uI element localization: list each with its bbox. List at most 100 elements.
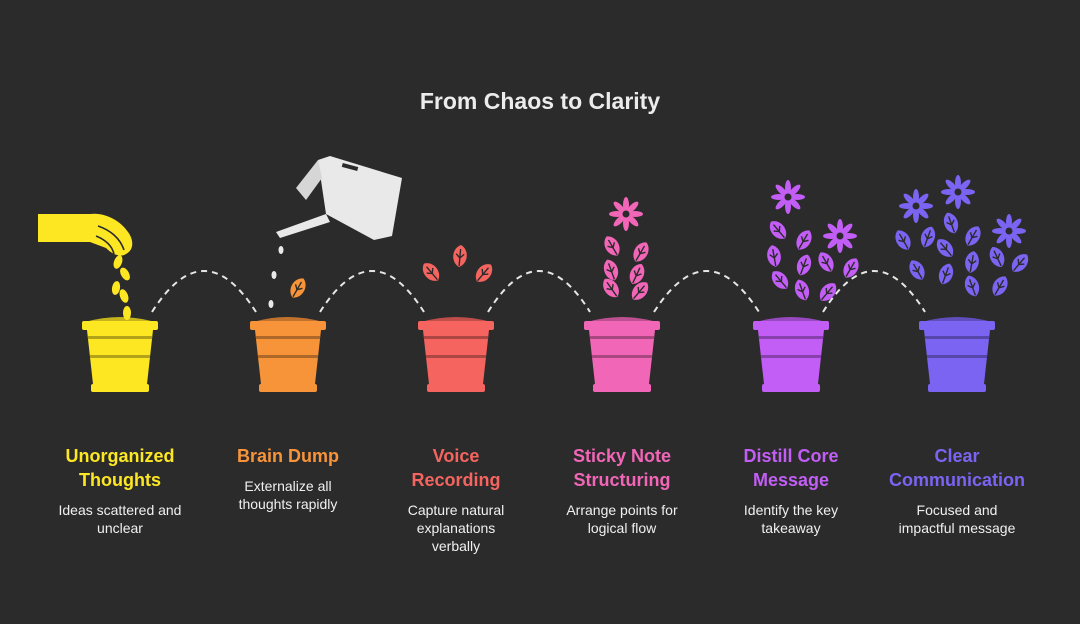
leaf-vein [992, 250, 1002, 267]
pot-stripe [256, 336, 320, 339]
petal [903, 206, 916, 219]
pot-stripe [90, 355, 150, 358]
stage-2-description: Externalize all thoughts rapidly [238, 478, 338, 512]
seed [120, 267, 130, 281]
connector-3-4 [487, 270, 591, 313]
stage-3-caption: Voice Recording Capture natural explanat… [376, 444, 536, 555]
leaf-vein [292, 281, 303, 298]
leaf-vein [633, 285, 646, 300]
leaf-icon [771, 271, 789, 289]
stage-6-label: Clear Communication [888, 446, 1025, 490]
flower-center [622, 210, 630, 218]
pot-stripe [426, 355, 486, 358]
leaf-vein [798, 233, 809, 250]
petal [996, 218, 1009, 231]
leaf-vein [994, 279, 1005, 296]
flower-icon [992, 214, 1026, 248]
leaf-vein [1013, 257, 1026, 272]
connector-4-5 [653, 270, 760, 313]
leaf-icon [909, 260, 925, 280]
leaf-icon [992, 276, 1008, 296]
flower-pots [82, 317, 995, 392]
pot-stripe [761, 355, 821, 358]
petal [626, 214, 639, 227]
stage-3-description: Capture natural explanations verbally [407, 502, 505, 554]
pot-base [593, 384, 651, 392]
pot-4-icon [584, 317, 660, 392]
leaf-icon [943, 212, 959, 234]
petal [788, 184, 801, 197]
stage-tools [38, 156, 402, 320]
petal [775, 197, 788, 210]
petal [827, 223, 840, 236]
petal [626, 201, 639, 214]
leaf-icon [633, 242, 649, 262]
petal [1009, 218, 1022, 231]
leaf-vein [912, 263, 923, 280]
dashed-connectors [151, 270, 926, 313]
growth-illustration [38, 156, 1029, 392]
leaf-icon [964, 275, 980, 297]
plant-decorations [290, 175, 1029, 301]
flower-center [1005, 227, 1013, 235]
hand-dropping-seeds-icon [38, 213, 133, 320]
petal [916, 206, 929, 219]
petal [775, 184, 788, 197]
flower-icon [609, 197, 643, 231]
pot-stripe [759, 336, 823, 339]
leaf-vein [635, 245, 646, 262]
page-title: From Chaos to Clarity [419, 88, 661, 114]
stage-4-label: Sticky Note Structuring [572, 446, 672, 490]
leaf-icon [767, 245, 781, 267]
stage-5-description: Identify the key takeaway [743, 502, 839, 536]
connector-1-2 [151, 270, 257, 313]
leaf-icon [769, 221, 787, 239]
leaf-vein [769, 248, 779, 266]
petal [827, 236, 840, 249]
pot-base [91, 384, 149, 392]
stage-3-label: Voice Recording [411, 446, 501, 490]
flower-center [836, 232, 844, 240]
leaf-vein [425, 266, 438, 281]
leaf-vein [967, 229, 978, 246]
seed [113, 255, 123, 269]
can-handle [296, 160, 322, 200]
pot-stripe [88, 336, 152, 339]
leaf-icon [936, 239, 954, 257]
flower-icon [899, 189, 933, 223]
leaf-icon [920, 226, 936, 248]
leaf-vein [941, 267, 951, 284]
leaf-vein [946, 216, 956, 233]
pot-soil [253, 317, 323, 322]
leaf-vein [606, 263, 616, 280]
water-drop [278, 246, 284, 254]
pot-base [427, 384, 485, 392]
petal [613, 214, 626, 227]
leaf-icon [938, 263, 954, 285]
leaf-vein [477, 267, 490, 282]
can-body [318, 156, 402, 240]
petal [788, 197, 801, 210]
petal [840, 223, 853, 236]
leaf-icon [989, 247, 1005, 267]
pot-stripe [927, 355, 987, 358]
petal [945, 192, 958, 205]
pot-soil [587, 317, 657, 322]
petal [916, 193, 929, 206]
stage-6-caption: Clear Communication Focused and impactfu… [877, 444, 1037, 537]
pot-stripe [592, 355, 652, 358]
stage-6-description: Focused and impactful message [898, 502, 1016, 536]
flower-center [954, 188, 962, 196]
leaf-icon [819, 283, 837, 301]
leaf-icon [796, 254, 812, 276]
pot-soil [421, 317, 491, 322]
pot-rim [250, 321, 326, 330]
water-drop [268, 300, 274, 308]
petal [958, 192, 971, 205]
stage-2-caption: Brain Dump Externalize all thoughts rapi… [208, 444, 368, 513]
leaf-icon [604, 236, 620, 256]
stage-4-description: Arrange points for logical flow [566, 502, 678, 536]
pot-base [928, 384, 986, 392]
leaf-vein [821, 255, 832, 272]
stage-4-caption: Sticky Note Structuring Arrange points f… [542, 444, 702, 537]
